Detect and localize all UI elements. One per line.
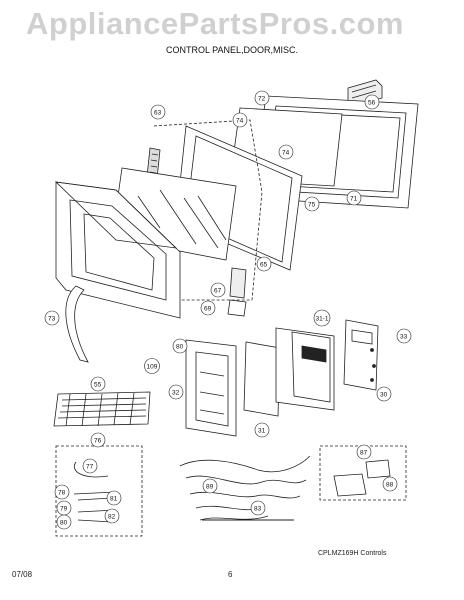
callout-65: 65 — [256, 256, 272, 272]
callout-74b: 74 — [278, 144, 294, 160]
callout-69: 69 — [200, 300, 216, 316]
callout-31-1: 31-1 — [313, 309, 331, 327]
callout-77: 77 — [82, 458, 98, 474]
svg-text:63: 63 — [154, 110, 162, 117]
group-87-88-box — [319, 445, 407, 501]
part-30-control-housing — [343, 319, 379, 391]
svg-text:67: 67 — [214, 288, 222, 295]
svg-text:81: 81 — [110, 496, 118, 503]
svg-text:74: 74 — [282, 150, 290, 157]
model-caption: CPLMZ169H Controls — [318, 550, 387, 557]
callout-67: 67 — [210, 282, 226, 298]
callout-78: 78 — [54, 484, 70, 500]
callout-76: 76 — [90, 432, 106, 448]
part-76-thermal-parts — [73, 461, 117, 523]
svg-text:33: 33 — [400, 334, 408, 341]
part-65-67-69-hinges — [227, 267, 247, 317]
callout-55: 55 — [90, 376, 106, 392]
callout-83: 83 — [250, 500, 266, 516]
svg-text:78: 78 — [58, 490, 66, 497]
footer-date: 07/08 — [12, 570, 33, 579]
svg-text:79: 79 — [60, 506, 68, 513]
svg-text:87: 87 — [360, 450, 368, 457]
callout-markers: 56 72 63 74 74 75 71 65 67 69 73 31-1 33… — [44, 90, 412, 530]
svg-text:82: 82 — [108, 514, 116, 521]
callout-63: 63 — [150, 104, 166, 120]
svg-text:109: 109 — [147, 364, 158, 371]
callout-109: 109 — [144, 358, 160, 374]
group-76-box — [55, 445, 143, 537]
part-55-rack — [53, 391, 151, 427]
part-31-control-board — [243, 341, 281, 417]
callout-89: 89 — [202, 478, 218, 494]
svg-text:80: 80 — [176, 344, 184, 351]
footer-page-number: 6 — [228, 570, 233, 579]
part-87-88-labels — [333, 459, 391, 497]
part-89-wire-harness — [179, 455, 311, 521]
svg-text:77: 77 — [86, 464, 94, 471]
svg-text:83: 83 — [254, 506, 262, 513]
callout-72: 72 — [254, 90, 270, 106]
svg-text:65: 65 — [260, 262, 268, 269]
svg-text:56: 56 — [368, 100, 376, 107]
callout-30: 30 — [376, 386, 392, 402]
part-32-control-frame — [185, 339, 237, 437]
callout-56: 56 — [364, 94, 380, 110]
callout-80: 80 — [172, 338, 188, 354]
svg-text:88: 88 — [386, 482, 394, 489]
callout-33: 33 — [396, 328, 412, 344]
svg-text:31-1: 31-1 — [316, 316, 329, 323]
svg-text:55: 55 — [94, 382, 102, 389]
svg-text:73: 73 — [48, 316, 56, 323]
svg-text:80: 80 — [60, 520, 68, 527]
watermark-logo: AppliancePartsPros.com — [26, 6, 404, 41]
callout-31: 31 — [254, 422, 270, 438]
diagram-subtitle: CONTROL PANEL,DOOR,MISC. — [165, 45, 299, 55]
svg-text:89: 89 — [206, 484, 214, 491]
callout-82: 82 — [104, 508, 120, 524]
svg-text:76: 76 — [94, 438, 102, 445]
callout-75: 75 — [304, 196, 320, 212]
svg-text:32: 32 — [172, 390, 180, 397]
svg-text:74: 74 — [236, 118, 244, 125]
callout-81: 81 — [106, 490, 122, 506]
part-front-door — [54, 181, 181, 319]
callout-87: 87 — [356, 444, 372, 460]
svg-text:30: 30 — [380, 392, 388, 399]
part-73-handle — [65, 285, 89, 363]
callout-73: 73 — [44, 310, 60, 326]
callout-80b: 80 — [56, 514, 72, 530]
callout-32: 32 — [168, 384, 184, 400]
svg-text:69: 69 — [204, 306, 212, 313]
callout-71: 71 — [346, 190, 362, 206]
callout-79: 79 — [56, 500, 72, 516]
callout-88: 88 — [382, 476, 398, 492]
svg-text:75: 75 — [308, 202, 316, 209]
part-31-1-touch-panel — [275, 327, 335, 411]
svg-text:31: 31 — [258, 428, 266, 435]
callout-74a: 74 — [232, 112, 248, 128]
svg-text:71: 71 — [350, 196, 358, 203]
svg-text:72: 72 — [258, 96, 266, 103]
